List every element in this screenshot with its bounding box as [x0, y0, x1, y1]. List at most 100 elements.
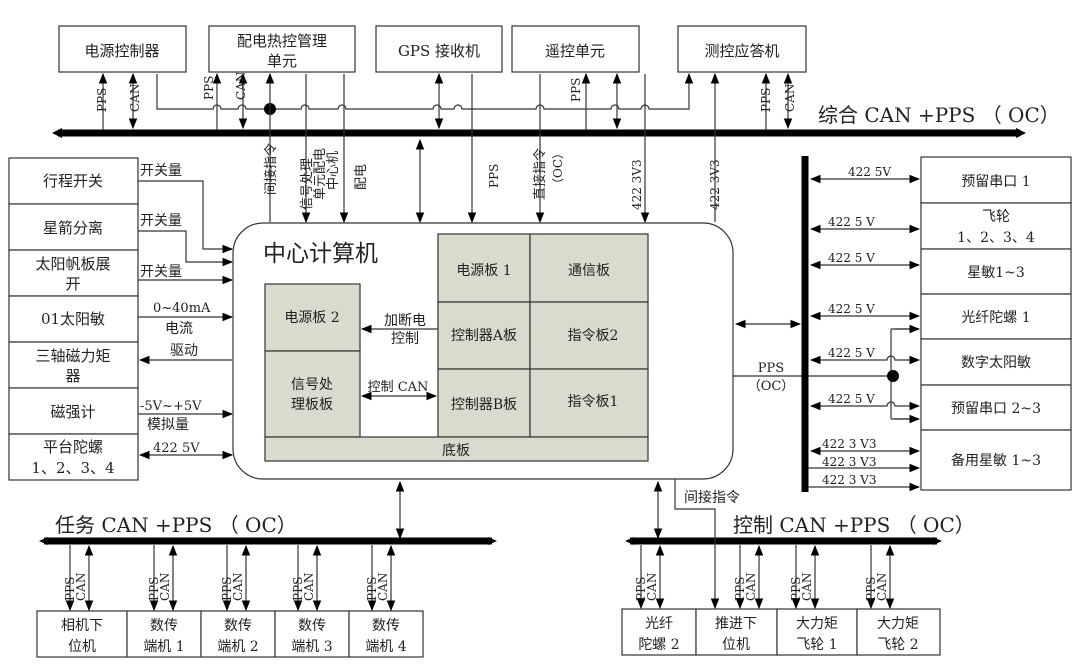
rs422-label: 422 3V3 [708, 159, 722, 210]
board-label: 指令板1 [568, 394, 619, 410]
unit-label: 飞轮 [982, 209, 1010, 225]
unit-label: 磁强计 [50, 403, 95, 421]
can-label: CAN [234, 72, 248, 100]
unit-label: GPS 接收机 [398, 42, 480, 60]
analog-label: 模拟量 [147, 417, 189, 433]
unit-label: 陀螺 2 [638, 637, 679, 653]
indirect-cmd-label: 间接指令 [263, 143, 279, 195]
unit-label: 光纤 [645, 616, 673, 632]
board-label: 控制器B板 [451, 397, 517, 413]
pps-label: PPS [220, 577, 234, 601]
rs422-label: 422 5 V [828, 302, 875, 316]
unit-label: 星敏1~3 [967, 265, 1025, 281]
unit-label: 预留串口 2~3 [951, 401, 1041, 417]
top-unit-ttc-transponder: 测控应答机 [677, 25, 807, 73]
rs422-label: 422 5 V [828, 346, 875, 360]
signal-label: 中心机 [326, 151, 341, 190]
unit-label: 开 [65, 275, 80, 293]
unit-label: 位机 [68, 639, 96, 655]
power-ctrl-label: 控制 [391, 331, 419, 347]
can-label: CAN [783, 84, 797, 112]
unit-label: 端机 2 [217, 639, 258, 655]
unit-label: 1、2、3、4 [957, 230, 1035, 246]
current-range-label: 0~40mA [153, 301, 211, 316]
unit-label: 数字太阳敏 [961, 355, 1031, 371]
can-label: CAN [128, 84, 142, 112]
can-label: CAN [744, 573, 758, 601]
can-label: CAN [231, 573, 245, 601]
unit-label: 端机 1 [143, 639, 184, 655]
board-label: 电源板 1 [456, 263, 511, 279]
unit-label: 太阳帆板展 [35, 255, 110, 273]
unit-label: 器 [65, 367, 80, 385]
power-ctrl-label: 加断电 [384, 313, 426, 329]
command-board-2 [529, 301, 649, 370]
unit-label: 飞轮 2 [877, 637, 918, 653]
switch-label: 开关量 [140, 163, 182, 179]
top-unit-telecommand: 遥控单元 [511, 25, 640, 73]
switch-label: 开关量 [140, 264, 182, 280]
rs422-label: 422 5V [848, 165, 891, 179]
center-computer-title: 中心计算机 [263, 241, 378, 267]
comm-board [529, 233, 649, 303]
pps-label: PPS [147, 577, 161, 601]
unit-label: 数传 [298, 618, 326, 634]
board-label: 控制器A板 [451, 328, 517, 344]
pps-label: PPS [291, 577, 305, 601]
signal-label: 单元配电 [313, 148, 328, 200]
backplane [264, 436, 649, 462]
top-unit-gps-receiver: GPS 接收机 [375, 25, 503, 73]
board-label: 底板 [442, 443, 470, 459]
unit-label: 大力矩 [796, 616, 838, 632]
pps-label: PPS [864, 577, 878, 601]
unit-label: 位机 [722, 637, 750, 653]
pps-label: PPS [63, 577, 77, 601]
can-label: CAN [875, 573, 889, 601]
unit-label: 电源控制器 [84, 42, 159, 60]
signal-label: 信号处理 [300, 158, 315, 210]
right-units: 预留串口 1 飞轮 1、2、3、4 星敏1~3 光纤陀螺 1 数字太阳敏 预留串… [920, 156, 1072, 491]
junction-dot [887, 370, 899, 382]
unit-label: 数传 [372, 618, 400, 634]
controller-a-board [437, 301, 531, 370]
unit-label: 01太阳敏 [41, 310, 105, 328]
unit-label: 推进下 [715, 616, 757, 632]
can-label: CAN [800, 573, 814, 601]
unit-label: 行程开关 [43, 172, 103, 190]
power-board-2 [264, 283, 361, 352]
board-label: 信号处 [291, 377, 333, 393]
top-unit-power-thermal-mgmt: 配电热控管理 单元 [208, 25, 356, 73]
unit-label: 相机下 [61, 618, 103, 634]
unit-label: 数传 [150, 618, 178, 634]
unit-label: 测控应答机 [704, 42, 779, 60]
power-board-1 [437, 233, 531, 303]
board-label: 电源板 2 [284, 310, 339, 326]
rs422-label: 422 5 V [828, 251, 875, 265]
unit-label: 飞轮 1 [796, 637, 837, 653]
unit-label: 遥控单元 [545, 42, 605, 60]
pps-label: PPS [759, 88, 773, 112]
unit-label: 平台陀螺 [43, 438, 103, 456]
current-label: 电流 [165, 321, 193, 337]
can-label: CAN [376, 573, 390, 601]
rs422-label: 422 5V [153, 441, 200, 456]
unit-label: 端机 3 [291, 639, 332, 655]
oc-label: （OC） [748, 379, 795, 394]
pps-label: PPS [487, 164, 501, 188]
unit-label: 大力矩 [877, 616, 919, 632]
can-label: CAN [302, 573, 316, 601]
pps-label: PPS [789, 577, 803, 601]
rs422-label: 422 3V3 [630, 159, 644, 210]
analog-range-label: -5V~+5V [140, 399, 202, 414]
signal-processing-board [264, 350, 361, 438]
integrated-bus-label: 综合 CAN +PPS （ OC） [818, 103, 1060, 127]
pps-label: PPS [365, 577, 379, 601]
board-label: 通信板 [568, 263, 610, 279]
unit-label: 数传 [224, 618, 252, 634]
can-label: CAN [158, 573, 172, 601]
unit-label: 配电热控管理 [237, 32, 327, 50]
can-label: CAN [645, 573, 659, 601]
left-units: 行程开关 星箭分离 太阳帆板展 开 01太阳敏 三轴磁力矩 器 磁强计 平台陀螺… [8, 157, 139, 481]
